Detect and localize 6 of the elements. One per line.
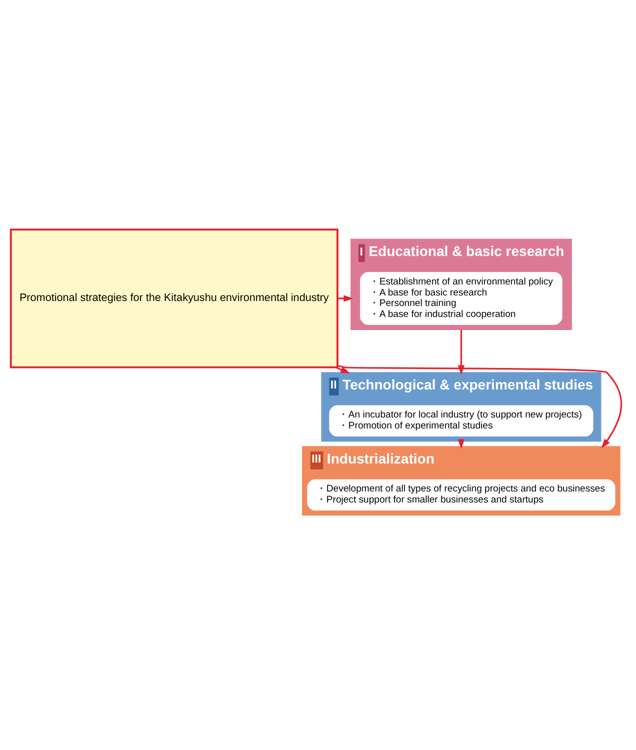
arrow xyxy=(337,364,622,448)
node-box: ・Development of all types of recycling projects and eco businesses ・Project support for smaller businesses and startups xyxy=(307,479,616,511)
arrow xyxy=(458,330,465,375)
node-box: Promotional strategies for the Kitakyushu environmental industry xyxy=(10,228,338,368)
node-box: ・Establishment of an environmental policy ・A base for basic research ・Personnel training ・A base for industrial cooperation xyxy=(360,272,562,325)
node-box: ・An incubator for local industry (to support new projects) ・Promotion of experimental studies xyxy=(329,405,594,437)
